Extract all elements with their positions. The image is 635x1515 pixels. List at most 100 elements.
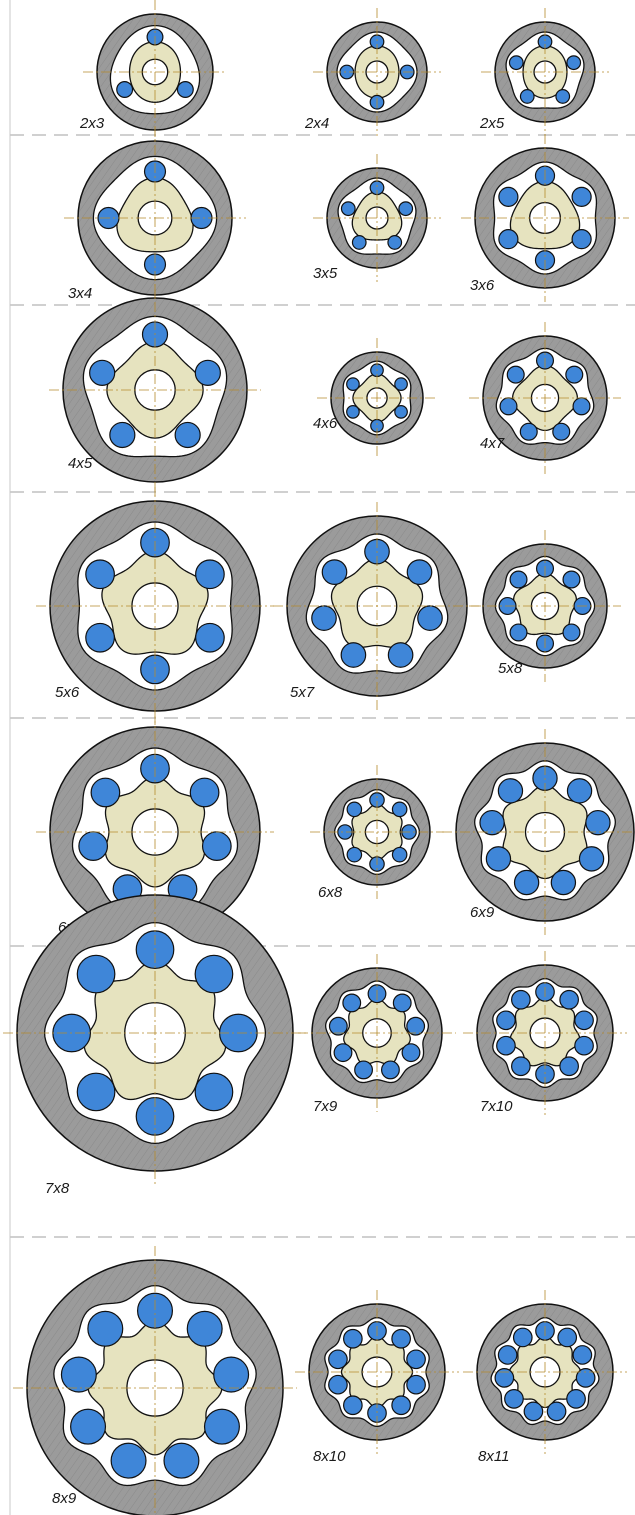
ball (351, 235, 367, 250)
ball (497, 1345, 518, 1365)
bearing-4x5: 4x5 (49, 284, 261, 496)
bearing-2x5: 2x5 (479, 8, 609, 136)
bearing-label: 5x7 (290, 684, 315, 701)
bearing-4x6: 4x6 (313, 338, 437, 458)
ball (575, 1367, 596, 1388)
ball (509, 570, 528, 589)
bearing-7x10: 7x10 (463, 951, 627, 1115)
ball (574, 1010, 594, 1031)
ball (508, 55, 524, 71)
ball (189, 777, 220, 808)
ball (116, 81, 134, 99)
ball (194, 1072, 234, 1112)
ball (498, 229, 519, 250)
bearing-3x4: 3x4 (64, 127, 246, 309)
ball (512, 1327, 533, 1348)
ball (391, 1395, 411, 1416)
ball (499, 397, 518, 416)
bearing-label: 8x10 (313, 1448, 346, 1465)
ball (176, 81, 194, 99)
ball (89, 359, 116, 386)
bearing-8x9: 8x9 (13, 1246, 297, 1515)
bearing-label: 7x10 (480, 1098, 513, 1115)
bearing-drawings: 2x32x42x53x43x53x64x54x64x75x65x75x86x76… (3, 0, 635, 1515)
ball (174, 421, 201, 449)
ball (559, 989, 579, 1010)
ball (194, 954, 234, 994)
ball (85, 622, 115, 653)
ball (136, 1292, 174, 1329)
bearing-6x7: 6x7 (36, 713, 274, 951)
ball (340, 201, 356, 217)
ball (387, 235, 403, 250)
ball (571, 229, 592, 250)
ball (346, 405, 360, 419)
bearing-2x4: 2x4 (304, 8, 441, 136)
ball (406, 1349, 426, 1370)
bearing-label: 7x8 (45, 1180, 70, 1197)
ball (571, 186, 592, 207)
ball (87, 1310, 124, 1347)
ball (213, 1356, 250, 1393)
ball (557, 1327, 578, 1348)
ball (519, 422, 538, 441)
ball (406, 559, 433, 585)
ball (578, 846, 605, 872)
ball (519, 89, 535, 104)
bearing-label: 7x9 (313, 1098, 338, 1115)
bearing-6x9: 6x9 (442, 729, 635, 935)
bearing-3x6: 3x6 (461, 134, 629, 302)
ball (555, 89, 571, 104)
ball (511, 989, 531, 1010)
ball (401, 1043, 421, 1063)
bearing-2x3: 2x3 (79, 0, 227, 144)
ball (496, 1035, 516, 1056)
bearing-label: 4x7 (480, 435, 505, 452)
ball (572, 397, 591, 416)
ball (76, 1072, 116, 1112)
ball (566, 55, 582, 71)
ball (496, 1010, 516, 1031)
bearing-label: 2x5 (479, 115, 505, 132)
ball (398, 201, 414, 217)
ball (406, 1374, 426, 1395)
ball (485, 846, 512, 872)
bearing-7x9: 7x9 (298, 954, 456, 1115)
ball (574, 1035, 594, 1056)
ball (559, 1056, 579, 1077)
ball (497, 778, 524, 804)
ball (392, 993, 412, 1013)
ball (110, 1442, 147, 1479)
ball (328, 1349, 348, 1370)
ball (186, 1310, 223, 1347)
ball (572, 1345, 593, 1365)
bearing-7x8: 7x8 (3, 881, 307, 1197)
bearing-label: 2x3 (79, 115, 105, 132)
ball (380, 1060, 400, 1080)
bearing-3x5: 3x5 (313, 154, 441, 282)
ball (523, 1401, 544, 1422)
ball (354, 1060, 374, 1080)
bearing-8x11: 8x11 (463, 1290, 627, 1465)
ball (321, 559, 348, 585)
bearing-label: 8x11 (478, 1448, 509, 1465)
bearing-label: 3x5 (313, 265, 338, 282)
bearing-label: 5x6 (55, 684, 80, 701)
ball (85, 559, 115, 590)
ball (506, 365, 525, 384)
ball (311, 605, 337, 631)
ball (562, 623, 581, 642)
ball (340, 642, 367, 668)
ball (346, 846, 363, 863)
ball (417, 605, 443, 631)
bearing-label: 3x4 (68, 285, 92, 302)
ball (195, 559, 225, 590)
bearing-label: 4x6 (313, 415, 338, 432)
ball (509, 623, 528, 642)
ball (70, 1408, 107, 1445)
ball (90, 777, 121, 808)
ball (513, 869, 540, 896)
bearing-5x6: 5x6 (36, 487, 274, 725)
ball (343, 1328, 363, 1349)
ball (391, 801, 408, 818)
